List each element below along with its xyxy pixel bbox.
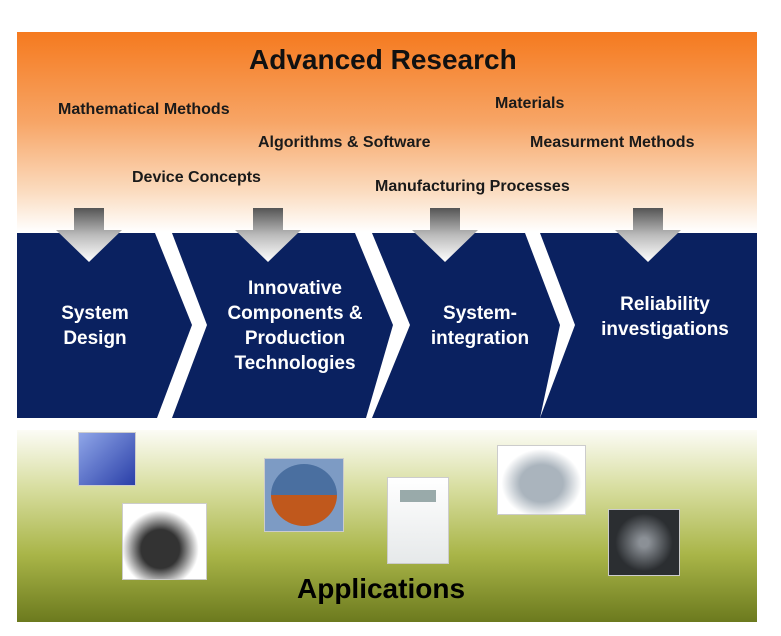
down-arrow-icon xyxy=(615,208,681,262)
transparent-car-image xyxy=(497,445,586,515)
advanced-research-band xyxy=(17,32,757,232)
stage-line: Reliability xyxy=(620,294,710,315)
stage-system-design: System Design xyxy=(40,301,150,351)
applications-title: Applications xyxy=(297,573,466,604)
stage-line: Production xyxy=(244,328,346,349)
down-arrow-icon xyxy=(412,208,478,262)
chevron-reliability xyxy=(540,233,757,418)
electricity-meter-image xyxy=(387,477,449,564)
stage-line: Technologies xyxy=(234,353,356,374)
topic-device-concepts: Device Concepts xyxy=(132,169,261,186)
topic-materials: Materials xyxy=(495,95,565,112)
stage-reliability: Reliability investigations xyxy=(580,292,750,342)
stage-line: System- xyxy=(443,303,517,324)
stage-line: Design xyxy=(63,328,127,349)
stage-line: Innovative xyxy=(248,278,342,299)
stethoscope-image xyxy=(78,432,136,486)
stage-line: integration xyxy=(430,328,530,349)
energy-bulb-image xyxy=(608,509,680,576)
stage-line: Components & xyxy=(227,303,363,324)
down-arrow-icon xyxy=(235,208,301,262)
chevron-innovative-components xyxy=(172,233,393,418)
topic-measurement-methods: Measurment Methods xyxy=(530,134,695,151)
chevron-system-design xyxy=(17,233,192,418)
card-terminal-image xyxy=(122,503,207,580)
topic-algorithms-software: Algorithms & Software xyxy=(258,134,431,151)
stage-line: System xyxy=(61,303,129,324)
stage-system-integration: System- integration xyxy=(410,301,550,351)
chevron-system-integration xyxy=(372,233,560,418)
research-title: Advanced Research xyxy=(249,44,517,75)
down-arrow-icon xyxy=(56,208,122,262)
topic-manufacturing-processes: Manufacturing Processes xyxy=(375,178,570,195)
topic-mathematical-methods: Mathematical Methods xyxy=(58,101,230,118)
stage-innovative-components: Innovative Components & Production Techn… xyxy=(210,276,380,376)
aerospace-collage-image xyxy=(264,458,344,532)
stage-line: investigations xyxy=(601,319,729,340)
